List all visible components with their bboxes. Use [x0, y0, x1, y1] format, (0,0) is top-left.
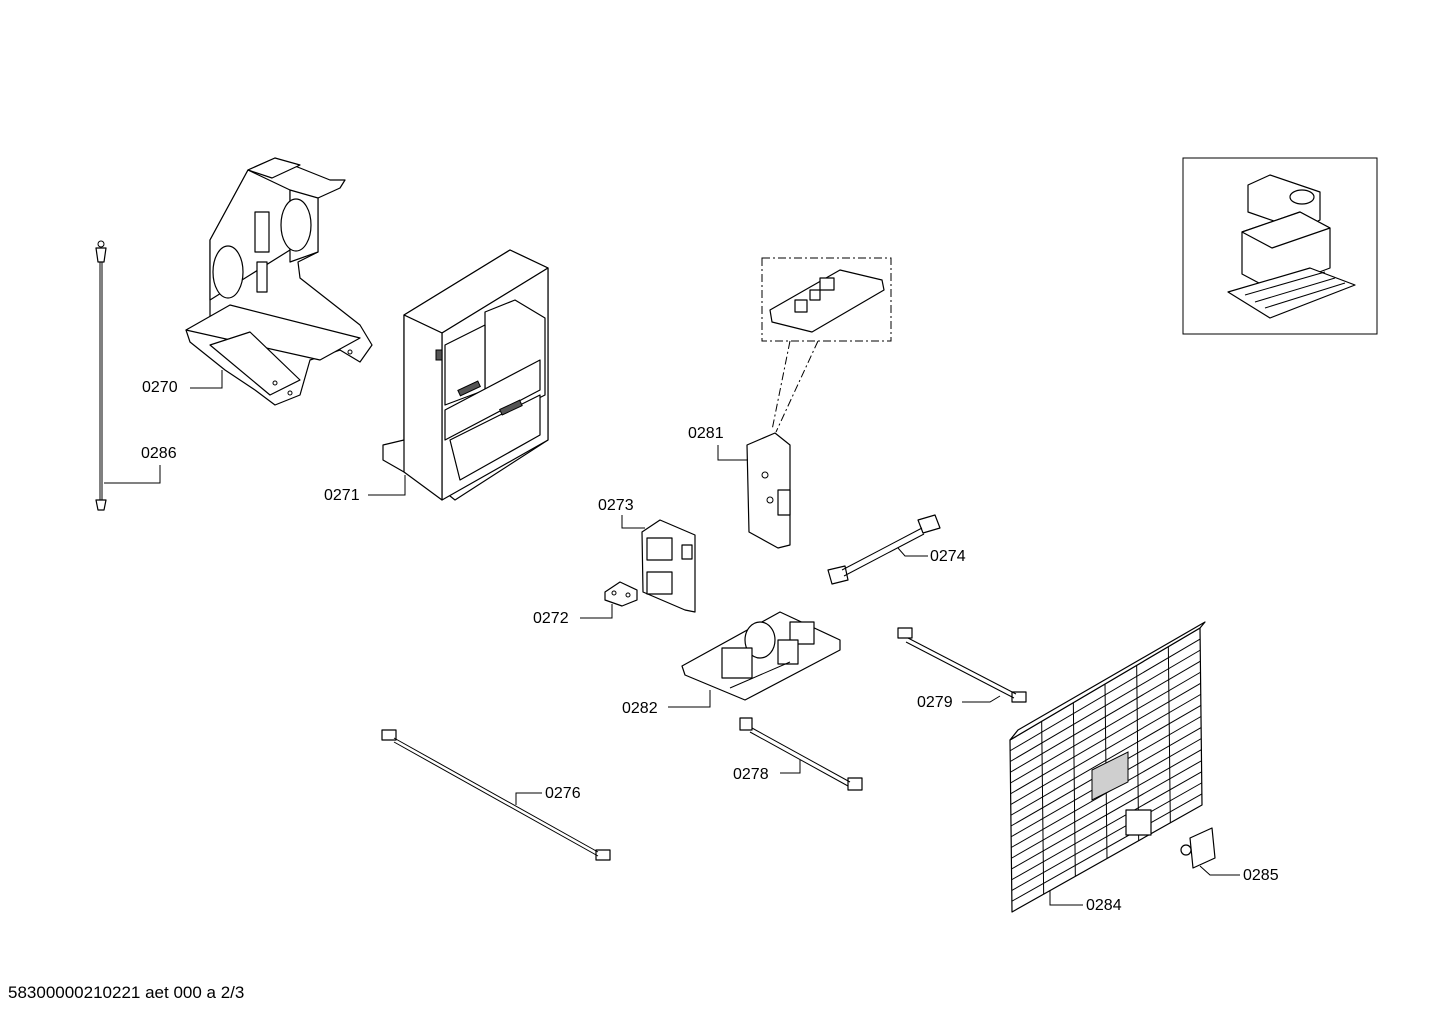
panel-grid-line: [1041, 721, 1045, 895]
panel-grid-line: [1072, 702, 1076, 877]
board-0281-drawing[interactable]: [746, 257, 892, 549]
part-label-0286[interactable]: 0286: [141, 445, 177, 462]
part-label-0273[interactable]: 0273: [598, 497, 634, 514]
part-label-0278[interactable]: 0278: [733, 766, 769, 783]
panel-0284-drawing[interactable]: [1009, 621, 1206, 913]
document-code: 58300000210221 aet 000 a 2/3: [8, 983, 245, 1002]
part-label-0285[interactable]: 0285: [1243, 867, 1279, 884]
part-label-0284[interactable]: 0284: [1086, 897, 1122, 914]
cable-0276-drawing[interactable]: [381, 729, 611, 861]
bracket-0270-drawing[interactable]: [185, 157, 373, 406]
cover-0285-drawing[interactable]: [1180, 827, 1216, 869]
wire-0286-drawing[interactable]: [95, 240, 107, 511]
overview-inset-box: [1182, 157, 1378, 335]
part-label-0279[interactable]: 0279: [917, 694, 953, 711]
leader-lines: [104, 370, 1240, 906]
part-label-0270[interactable]: 0270: [142, 379, 178, 396]
cable-0278-drawing[interactable]: [739, 717, 863, 791]
part-label-0271[interactable]: 0271: [324, 487, 360, 504]
housing-0271-drawing[interactable]: [382, 249, 549, 501]
part-label-0274[interactable]: 0274: [930, 548, 966, 565]
part-label-0276[interactable]: 0276: [545, 785, 581, 802]
cable-0279-drawing[interactable]: [897, 627, 1027, 703]
board-0282-drawing[interactable]: [681, 611, 841, 701]
part-label-0282[interactable]: 0282: [622, 700, 658, 717]
board-0273-drawing[interactable]: [641, 519, 696, 613]
clip-0272-drawing[interactable]: [604, 581, 638, 607]
part-label-0272[interactable]: 0272: [533, 610, 569, 627]
part-label-0281[interactable]: 0281: [688, 425, 724, 442]
ribbon-0274-drawing[interactable]: [827, 514, 941, 585]
panel-grid-line: [1167, 646, 1171, 823]
